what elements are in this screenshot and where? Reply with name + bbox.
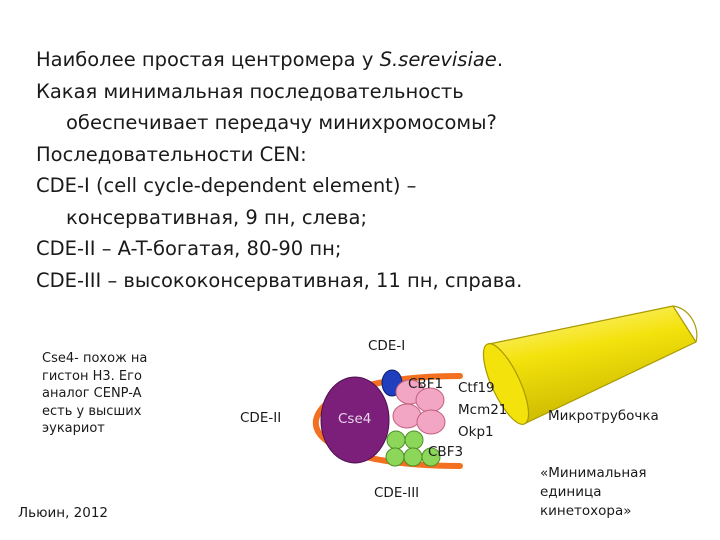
bullet-line-6: консервативная, 9 пн, слева; — [66, 205, 368, 229]
microtubule-label: Микротрубочка — [548, 408, 659, 424]
cse4-nucleosome — [320, 376, 390, 464]
mcm21-label: Mcm21 — [458, 402, 508, 418]
bullet-line-5: CDE-I (cell cycle-dependent element) – — [36, 174, 417, 197]
cse4-label: Cse4 — [338, 411, 372, 427]
pink-protein — [416, 409, 446, 435]
cbf3-ball — [386, 430, 406, 450]
bullet-list: Наиболее простая центромера у S.serevisi… — [36, 44, 696, 296]
okp1-label: Okp1 — [458, 424, 494, 440]
cbf3-ball — [403, 447, 423, 467]
bullet-line-4: Последовательности CEN: — [36, 142, 307, 166]
bullet-line-2: Какая минимальная последовательность — [36, 79, 464, 103]
kinetochore-caption: «Минимальная единица кинетохора» — [540, 465, 647, 519]
microtubule-end — [482, 343, 530, 425]
cbf1-label: CBF1 — [408, 376, 444, 392]
bullet-line-3: обеспечивает передачу минихромосомы? — [66, 111, 497, 134]
bullet-line-1: Наиболее простая центромера у S.serevisi… — [36, 48, 504, 71]
cbf3-label: CBF3 — [428, 444, 464, 460]
microtubule-cap — [672, 305, 698, 343]
cbf3-ball — [385, 447, 405, 467]
bullet-line-7: CDE-II – A-T-богатая, 80-90 пн; — [36, 237, 342, 260]
citation: Льюин, 2012 — [18, 505, 109, 521]
ctf19-label: Ctf19 — [458, 380, 495, 396]
cse4-note: Cse4- похож на гистон H3. Его аналог CEN… — [42, 351, 148, 436]
cde2-label: CDE-II — [240, 410, 282, 426]
cbf3-ball — [421, 447, 441, 467]
species-name: S.serevisiae — [379, 48, 497, 71]
cde1-label: CDE-I — [368, 338, 406, 354]
cde3-label: CDE-III — [374, 485, 420, 501]
cbf3-ball — [404, 430, 424, 450]
bullet-line-8: CDE-III – высококонсервативная, 11 пн, с… — [36, 268, 523, 292]
